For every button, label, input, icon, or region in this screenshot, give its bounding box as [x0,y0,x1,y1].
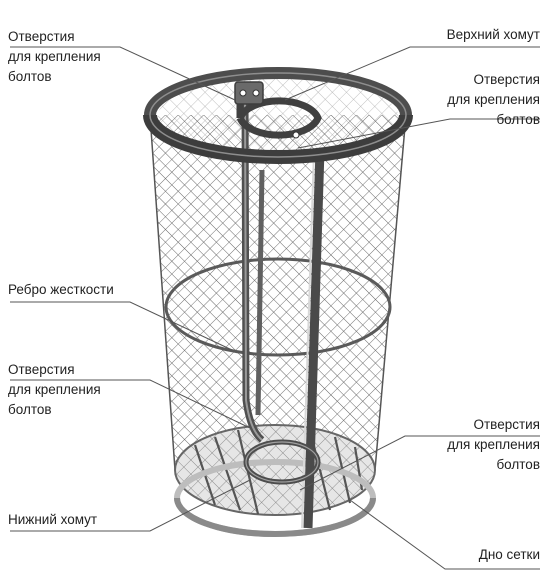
label-line: для крепления [8,382,101,397]
label-line: Отверстия [473,72,540,87]
mesh-cylinder [149,79,407,515]
vertical-ribs [241,94,325,529]
label-line: Верхний хомут [446,27,540,42]
label-right-upper-holes: Отверстия для крепления болтов [447,70,540,130]
label-line: для крепления [447,437,540,452]
label-line: болтов [8,402,52,417]
label-mesh-bottom: Дно сетки [479,545,540,565]
label-line: болтов [8,69,52,84]
upper-clamp [234,81,322,139]
lower-clamp [243,439,321,485]
label-line: Ребро жесткости [8,282,114,297]
label-line: Нижний хомут [8,512,98,527]
top-rim [143,67,413,164]
leader-lines [10,46,540,570]
label-line: Дно сетки [478,547,540,562]
label-line: для крепления [447,92,540,107]
label-line: Отверстия [473,417,540,432]
stiffening-ring [164,257,392,357]
label-line: болтов [496,112,540,127]
label-top-left-holes: Отверстия для крепления болтов [8,27,101,87]
label-lower-clamp: Нижний хомут [8,510,97,530]
label-left-mid-holes: Отверстия для крепления болтов [8,360,101,420]
label-line: Отверстия [8,29,75,44]
label-line: Отверстия [8,362,75,377]
label-rib: Ребро жесткости [8,280,114,300]
label-line: болтов [496,457,540,472]
label-upper-clamp: Верхний хомут [447,25,540,45]
label-right-lower-holes: Отверстия для крепления болтов [447,415,540,475]
label-line: для крепления [8,49,101,64]
